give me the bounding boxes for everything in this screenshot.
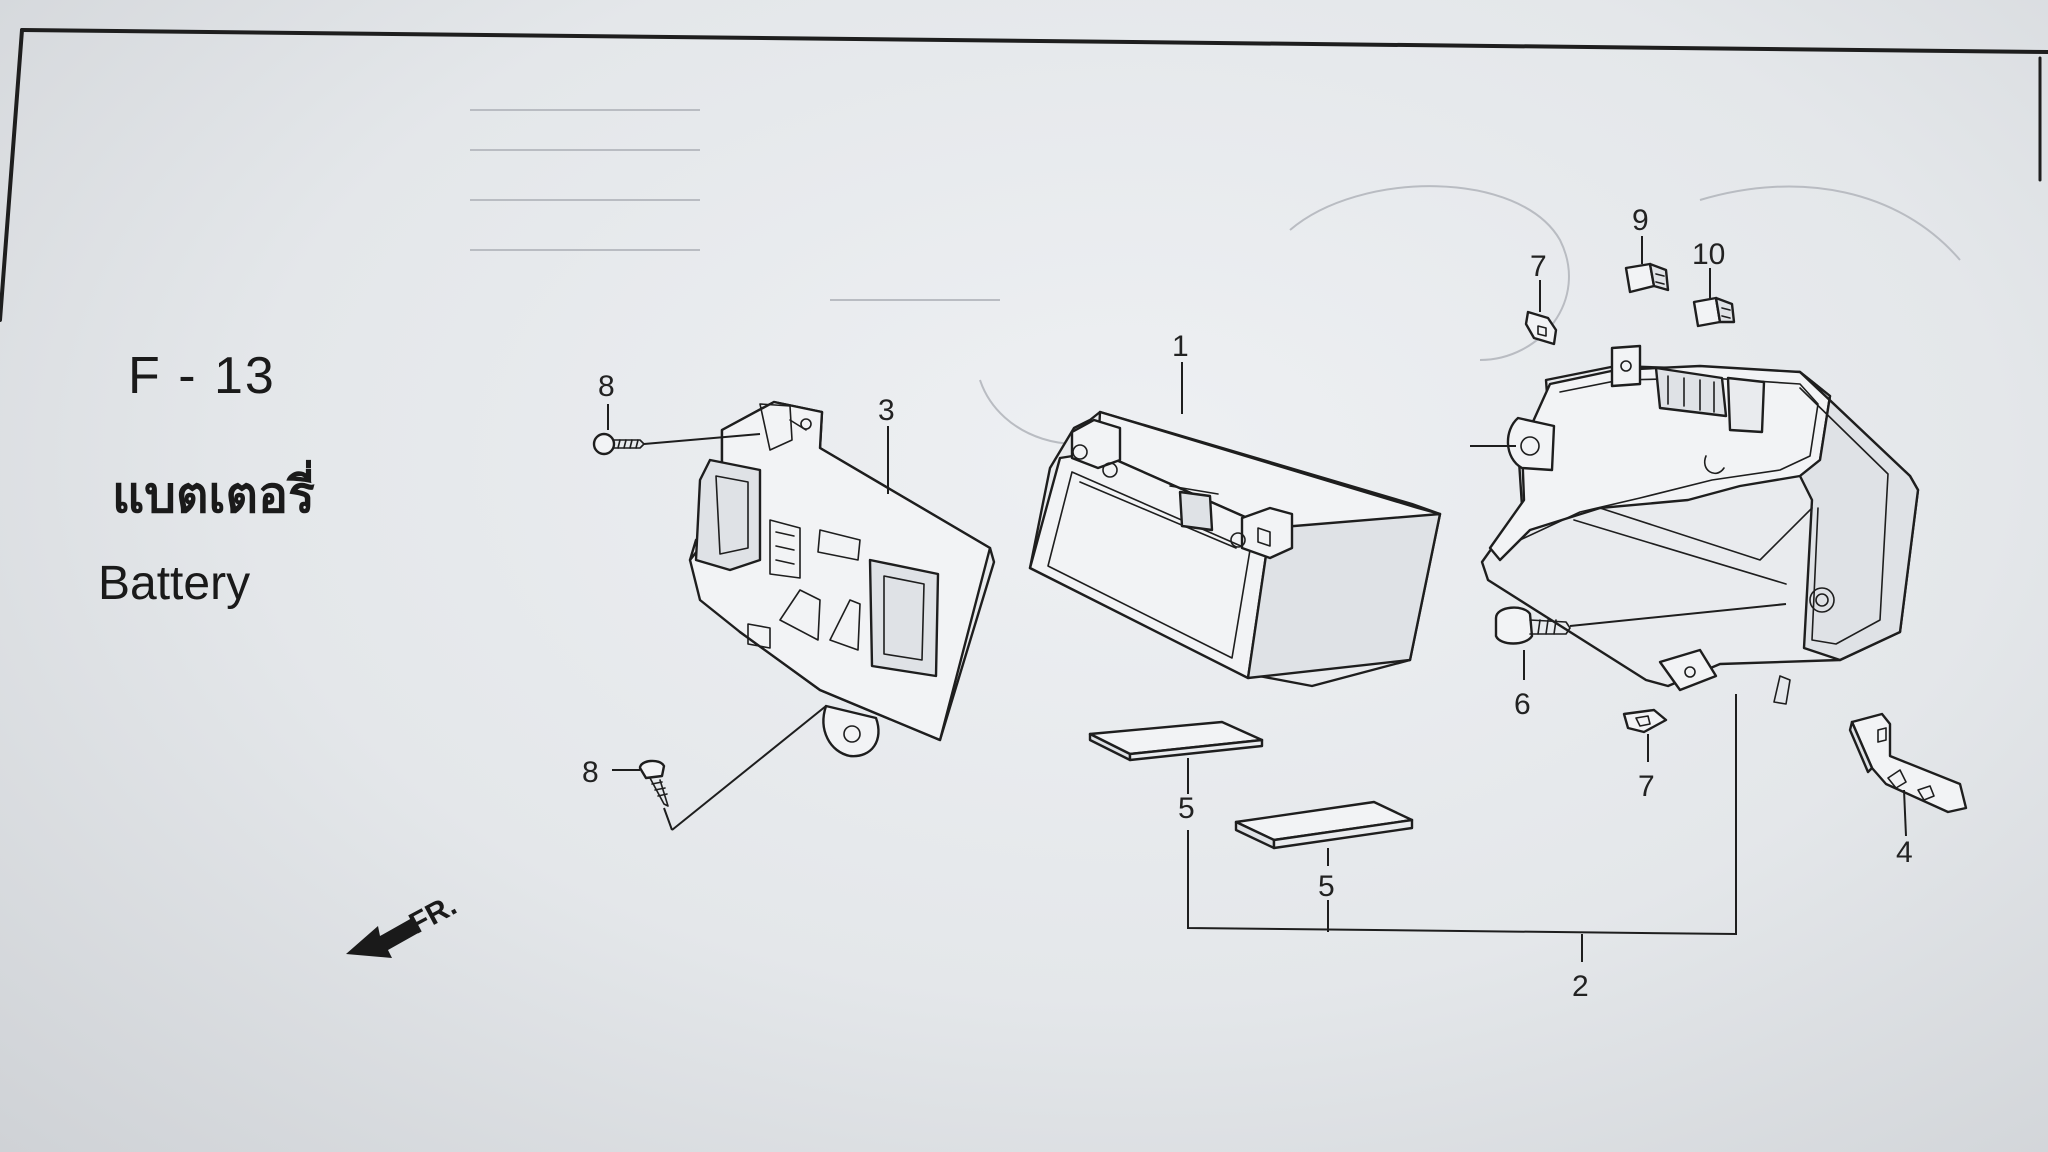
callout-5-second: 5 [1318, 870, 1335, 903]
callout-8-lower: 8 [582, 756, 599, 789]
callout-3: 3 [878, 394, 895, 427]
part-4-bracket [1848, 712, 1968, 814]
sheet-top-border [20, 28, 2048, 54]
part-10-connector [1692, 296, 1736, 328]
leader-lines [607, 236, 1907, 962]
callout-7-lower: 7 [1638, 770, 1655, 803]
part-1-battery [1028, 410, 1442, 688]
part-7-clip-lower [1622, 708, 1668, 734]
diagram-title-thai: แบตเตอรี่ [112, 466, 315, 524]
part-8-screw-lower [638, 759, 669, 807]
part-7-clip-upper [1524, 310, 1558, 346]
callout-6: 6 [1514, 688, 1531, 721]
callout-1: 1 [1172, 330, 1189, 363]
callout-4: 4 [1896, 836, 1913, 869]
front-direction-arrow-icon [346, 918, 420, 958]
callout-10: 10 [1692, 238, 1725, 271]
part-3-battery-tray [688, 400, 996, 758]
part-8-screw-upper [592, 432, 645, 456]
part-5-rubber-pad-a [1088, 720, 1264, 762]
part-5-rubber-pad-b [1234, 800, 1414, 850]
diagram-code: F - 13 [128, 347, 276, 405]
callout-2: 2 [1572, 970, 1589, 1003]
callout-7-upper: 7 [1530, 250, 1547, 283]
part-9-connector [1624, 262, 1670, 294]
callout-9: 9 [1632, 204, 1649, 237]
diagram-title-english: Battery [98, 557, 251, 610]
part-6-flange-bolt [1494, 606, 1571, 645]
sheet-left-border [0, 28, 24, 322]
part-2-battery-case [1480, 344, 1920, 705]
callout-5-first: 5 [1178, 792, 1195, 825]
callout-8-upper: 8 [598, 370, 615, 403]
